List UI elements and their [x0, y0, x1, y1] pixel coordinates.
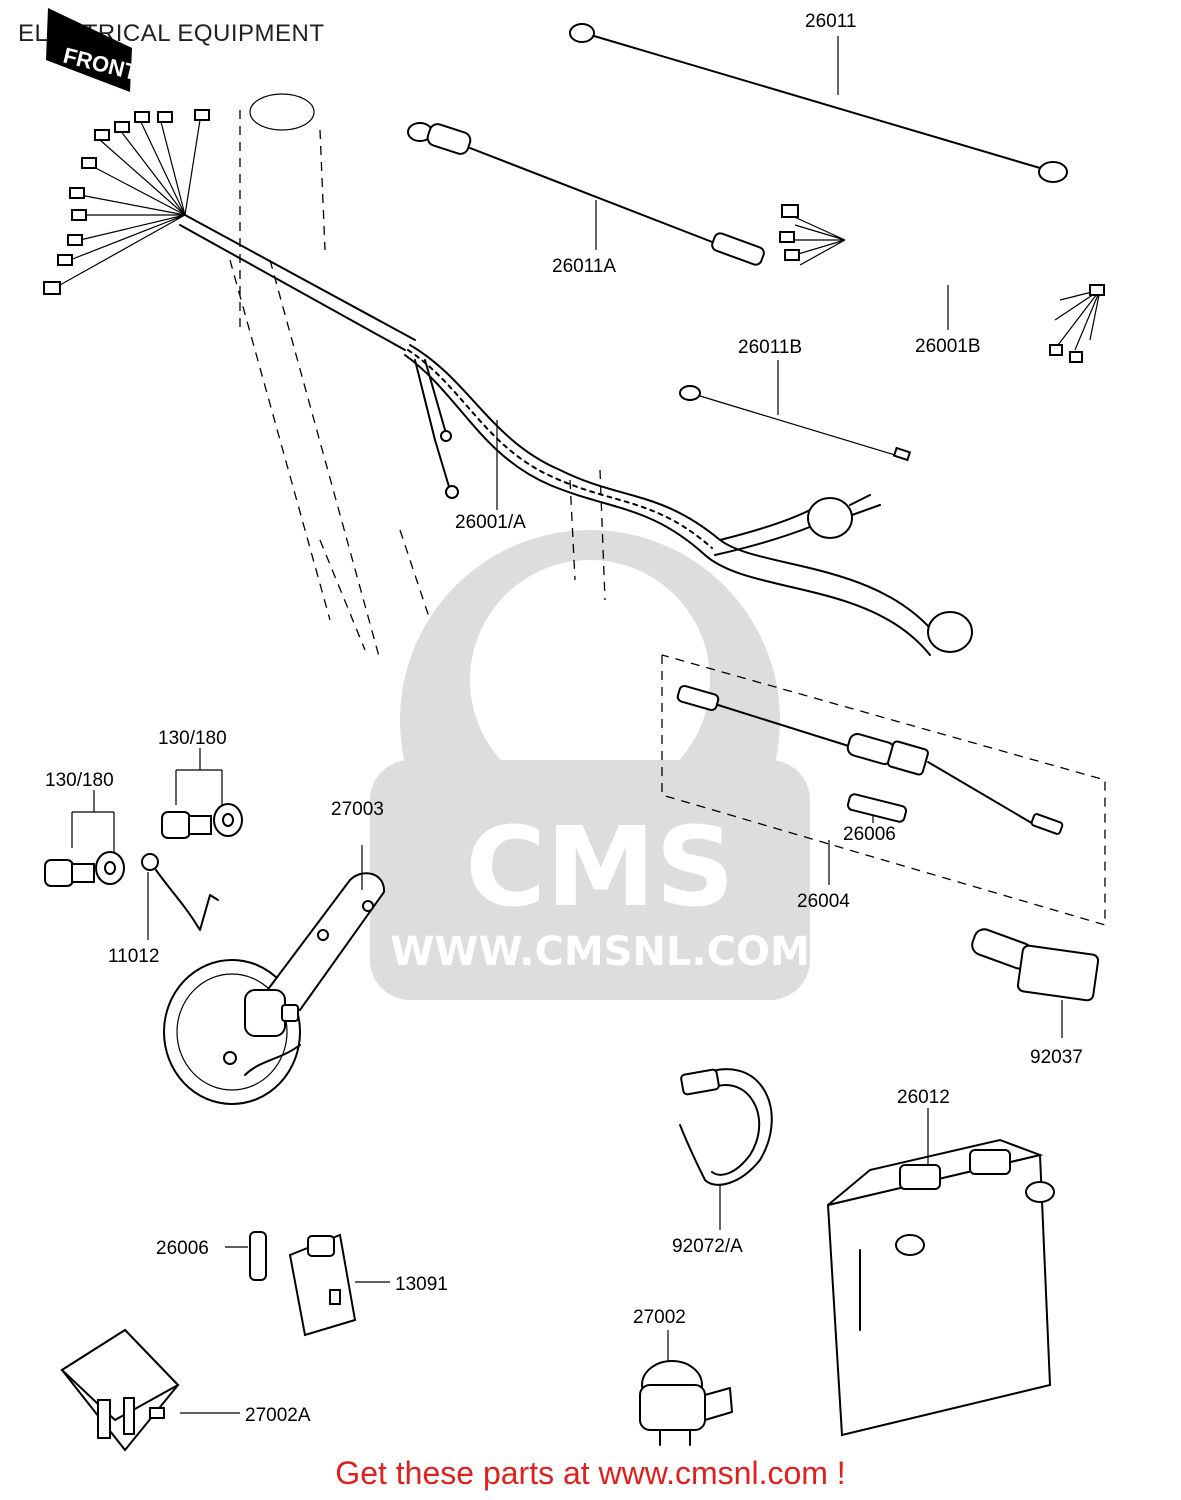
bolt-washer-130-180-a[interactable]	[44, 851, 125, 887]
front-marker: FRONT	[46, 8, 141, 92]
leader-130-180-a	[71, 790, 115, 852]
part-label-27002: 27002	[633, 1307, 686, 1328]
part-label-26001A: 26001/A	[455, 512, 526, 533]
flasher-27002[interactable]	[639, 1360, 733, 1446]
part-label-26006-lower: 26006	[156, 1238, 209, 1259]
part-label-26011A: 26011A	[552, 256, 616, 277]
part-label-130-180-b: 130/180	[158, 728, 227, 749]
cable-26011A[interactable]	[407, 122, 766, 266]
part-label-27002A: 27002A	[245, 1405, 311, 1426]
part-label-13091: 13091	[395, 1274, 448, 1295]
terminal-cap-11012[interactable]	[969, 927, 1100, 1002]
ground-cable-26011[interactable]	[569, 23, 1068, 183]
leader-130-180-b	[175, 748, 223, 805]
part-label-92037: 11012	[108, 946, 159, 967]
flasher-relay-27002A[interactable]	[60, 1328, 180, 1452]
part-label-92072A: 92072/A	[672, 1236, 743, 1257]
part-label-26006-upper: 26006	[843, 824, 896, 845]
part-label-26011B: 26011B	[738, 337, 802, 358]
part-label-130-180-a: 130/180	[45, 770, 114, 791]
connector-bundle-26001B-a[interactable]	[779, 204, 846, 266]
fuse-holder-26004[interactable]	[661, 654, 1106, 926]
relay-13091[interactable]	[288, 1233, 357, 1337]
battery-26012[interactable]	[826, 1138, 1055, 1437]
part-label-27003: 27003	[331, 799, 384, 820]
fuse-26006-lower[interactable]	[249, 1231, 267, 1281]
watermark-url: WWW.CMSNL.COM	[390, 929, 810, 975]
frame-outline	[229, 93, 606, 661]
horn-assembly[interactable]	[163, 872, 386, 1105]
main-wiring-harness[interactable]	[43, 109, 973, 656]
part-label-26011: 26011	[805, 11, 856, 32]
watermark-logo: CMS	[465, 803, 734, 931]
bolt-washer-130-180-b[interactable]	[161, 803, 243, 839]
part-label-11012: 92037	[1030, 1047, 1083, 1068]
lead-26011B[interactable]	[679, 385, 912, 462]
part-label-26012: 26012	[897, 1087, 950, 1108]
watermark: CMS WWW.CMSNL.COM	[370, 530, 810, 1000]
horn-lead-92037[interactable]	[141, 853, 219, 931]
fuse-26006-upper[interactable]	[846, 793, 908, 823]
connector-bundle-26001B-b[interactable]	[1049, 284, 1105, 363]
battery-band-92072A[interactable]	[679, 1068, 773, 1186]
promo-banner[interactable]: Get these parts at www.cmsnl.com !	[335, 1455, 846, 1491]
part-label-26004: 26004	[797, 891, 850, 912]
part-label-26001B: 26001B	[915, 336, 981, 357]
